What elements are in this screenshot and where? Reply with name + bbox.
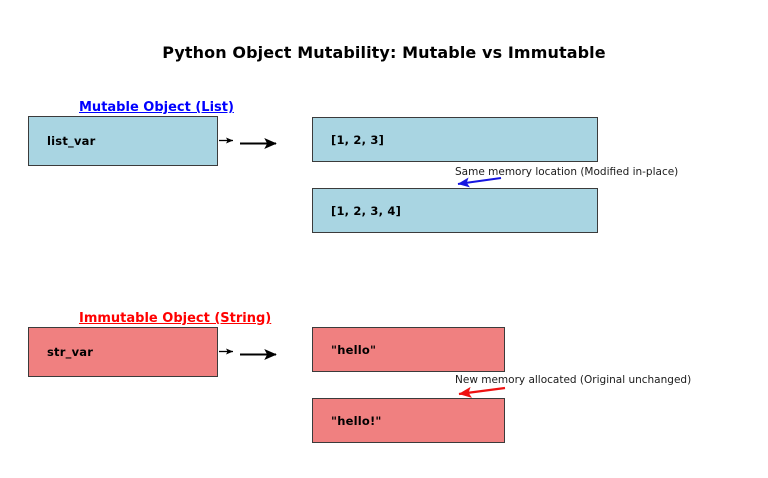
value-box-label: [1, 2, 3, 4] <box>331 203 402 218</box>
value-box-label: [1, 2, 3] <box>331 132 385 147</box>
section-caption-mutable: Mutable Object (List) <box>79 100 234 115</box>
section-caption-immutable: Immutable Object (String) <box>79 311 272 326</box>
variable-box-label: list_var <box>47 134 96 148</box>
value-box-label: "hello" <box>331 342 377 357</box>
variable-box-label: str_var <box>47 345 94 359</box>
annotation-arrow-mutable <box>457 176 502 188</box>
value-box-string-new: "hello!" <box>312 398 505 443</box>
value-box-list-modified: [1, 2, 3, 4] <box>312 188 598 233</box>
variable-box-list-var: list_var <box>28 116 218 166</box>
value-box-label: "hello!" <box>331 413 382 428</box>
annotation-arrow-immutable <box>458 386 506 398</box>
annotation-immutable: New memory allocated (Original unchanged… <box>455 374 692 386</box>
annotation-mutable: Same memory location (Modified in-place) <box>455 166 679 178</box>
value-box-list-initial: [1, 2, 3] <box>312 117 598 162</box>
value-box-string-initial: "hello" <box>312 327 505 372</box>
page-title: Python Object Mutability: Mutable vs Imm… <box>162 43 606 62</box>
variable-box-str-var: str_var <box>28 327 218 377</box>
